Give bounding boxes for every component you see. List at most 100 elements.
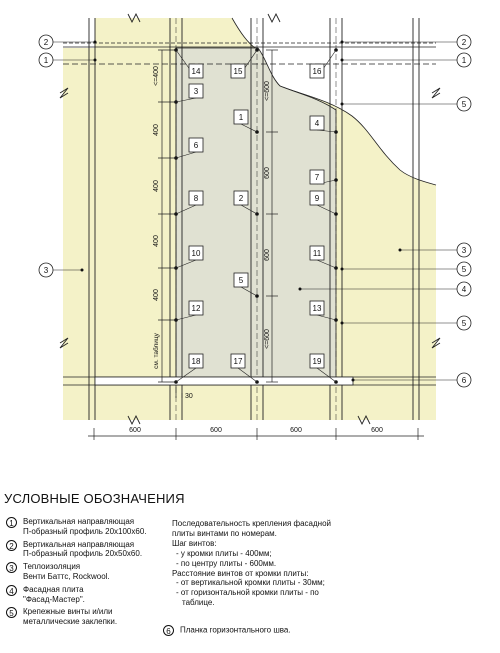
callout-3: 3 xyxy=(38,262,84,278)
svg-text:6: 6 xyxy=(462,376,467,385)
middle-dimension-chain xyxy=(266,49,278,383)
cutaway-left xyxy=(63,18,95,48)
svg-text:2: 2 xyxy=(462,38,467,47)
svg-text:5: 5 xyxy=(462,100,467,109)
callout-5: 5 xyxy=(340,96,472,112)
left-dimension-chain xyxy=(158,49,176,383)
svg-text:5: 5 xyxy=(239,276,244,285)
callout-5: 5 xyxy=(340,315,472,331)
left-dimension-1: <=400 xyxy=(153,66,160,86)
legend-text: П-образный профиль 20x100x60. xyxy=(23,526,147,536)
panel-number-13: 13 xyxy=(309,300,337,321)
legend-item-5: 5 Крепежные винты и/или металлические за… xyxy=(4,607,169,627)
note-line: - по центру плиты - 600мм. xyxy=(176,558,277,568)
note-line: Расстояние винтов от кромки плиты: xyxy=(172,568,309,578)
legend-text: П-образный профиль 20x50x60. xyxy=(23,549,143,559)
legend-title: УСЛОВНЫЕ ОБОЗНАЧЕНИЯ xyxy=(4,491,185,506)
panel-number-4: 4 xyxy=(309,115,337,133)
break-marks xyxy=(59,12,441,426)
panel-number-15: 15 xyxy=(230,49,258,79)
panel-number-12: 12 xyxy=(175,300,204,321)
legend-number: 3 xyxy=(6,562,17,574)
panel-number-5: 5 xyxy=(233,272,258,297)
note-line: - от вертикальной кромки плиты - 30мм; xyxy=(176,578,325,588)
svg-text:3: 3 xyxy=(462,246,467,255)
svg-text:7: 7 xyxy=(315,173,320,182)
svg-text:10: 10 xyxy=(192,249,201,258)
svg-text:14: 14 xyxy=(192,67,201,76)
edge-offset-dimension: 30 xyxy=(185,393,193,400)
legend-items: 1 Вертикальная направляющая П-образный п… xyxy=(4,517,169,630)
middle-dimension-4: <=600 xyxy=(264,329,271,349)
legend-item-4: 4 Фасадная плита "Фасад-Мастер". xyxy=(4,584,169,605)
svg-text:15: 15 xyxy=(234,67,243,76)
panel-number-2: 2 xyxy=(233,190,258,215)
svg-text:16: 16 xyxy=(313,67,322,76)
note-line: Последовательность крепления фасадной xyxy=(172,519,331,528)
svg-text:13: 13 xyxy=(313,304,322,313)
middle-dimension-2: 600 xyxy=(264,167,271,179)
legend-text: "Фасад-Мастер". xyxy=(23,594,85,604)
legend-text: Вертикальная направляющая xyxy=(23,517,135,526)
panel-number-7: 7 xyxy=(309,169,337,185)
bottom-dimension-3: 600 xyxy=(290,427,302,434)
panel-number-1: 1 xyxy=(233,109,258,133)
callout-5: 5 xyxy=(340,261,472,277)
panel-number-14: 14 xyxy=(175,49,204,79)
note-line: - у кромки плиты - 400мм; xyxy=(176,548,272,558)
left-dimension-3: 400 xyxy=(153,180,160,192)
legend-text: Венти Баттс, Rockwool. xyxy=(23,571,110,581)
note-line: Шаг винтов: xyxy=(172,538,217,548)
legend-text: металлические заклепки. xyxy=(23,617,118,627)
svg-text:3: 3 xyxy=(44,266,49,275)
bottom-dimension-4: 600 xyxy=(371,427,383,434)
legend-seam-label: Планка горизонтального шва. xyxy=(180,625,291,635)
svg-text:12: 12 xyxy=(192,304,201,313)
left-dimension-4: 400 xyxy=(153,235,160,247)
svg-text:11: 11 xyxy=(313,249,322,258)
svg-text:18: 18 xyxy=(192,357,201,366)
panel-number-9: 9 xyxy=(309,190,337,215)
svg-text:5: 5 xyxy=(462,319,467,328)
callout-1: 1 xyxy=(38,52,97,68)
panel-number-16: 16 xyxy=(309,49,337,79)
middle-dimension-3: 600 xyxy=(264,249,271,261)
left-dimension-2: 400 xyxy=(153,124,160,136)
note-line: таблице. xyxy=(182,598,215,608)
horizontal-seam-strip xyxy=(94,376,354,386)
vertical-profiles xyxy=(88,18,420,420)
legend-number: 1 xyxy=(6,517,17,528)
legend-number: 4 xyxy=(6,584,17,596)
legend-text: Фасадная плита xyxy=(23,584,84,594)
svg-text:1: 1 xyxy=(44,56,49,65)
svg-text:4: 4 xyxy=(315,119,320,128)
callout-3: 3 xyxy=(398,242,472,258)
legend-text: Вертикальная направляющая xyxy=(23,539,135,549)
legend-item-3: 3 Теплоизоляция Венти Баттс, Rockwool. xyxy=(4,562,169,582)
middle-dimension-1: <=600 xyxy=(264,81,271,101)
dimension-texts: 600 600 600 600 <=400 400 400 400 400 см. таблицу… xyxy=(129,66,383,434)
panel-number-10: 10 xyxy=(175,245,204,269)
panel-number-3: 3 xyxy=(175,83,204,103)
panel-number-6: 6 xyxy=(175,137,204,159)
svg-text:19: 19 xyxy=(313,357,322,366)
legend-item-1: 1 Вертикальная направляющая П-образный п… xyxy=(4,517,169,537)
bottom-dimension-2: 600 xyxy=(210,427,222,434)
callout-2: 2 xyxy=(340,34,472,50)
legend-item-2: 2 Вертикальная направляющая П-образный п… xyxy=(4,539,169,560)
svg-text:2: 2 xyxy=(239,194,244,203)
panel-number-19: 19 xyxy=(309,353,337,383)
svg-text:1: 1 xyxy=(462,56,467,65)
left-dimension-table-note: см. таблицу xyxy=(152,332,160,368)
svg-text:17: 17 xyxy=(234,357,243,366)
left-dimension-5: 400 xyxy=(153,289,160,301)
svg-text:5: 5 xyxy=(462,265,467,274)
bottom-dimension-1: 600 xyxy=(129,427,141,434)
note-line: - от горизонтальной кромки плиты - по xyxy=(176,588,319,598)
panel-number-11: 11 xyxy=(309,245,337,269)
svg-text:6: 6 xyxy=(194,141,199,150)
bottom-dimension-line xyxy=(88,385,424,440)
